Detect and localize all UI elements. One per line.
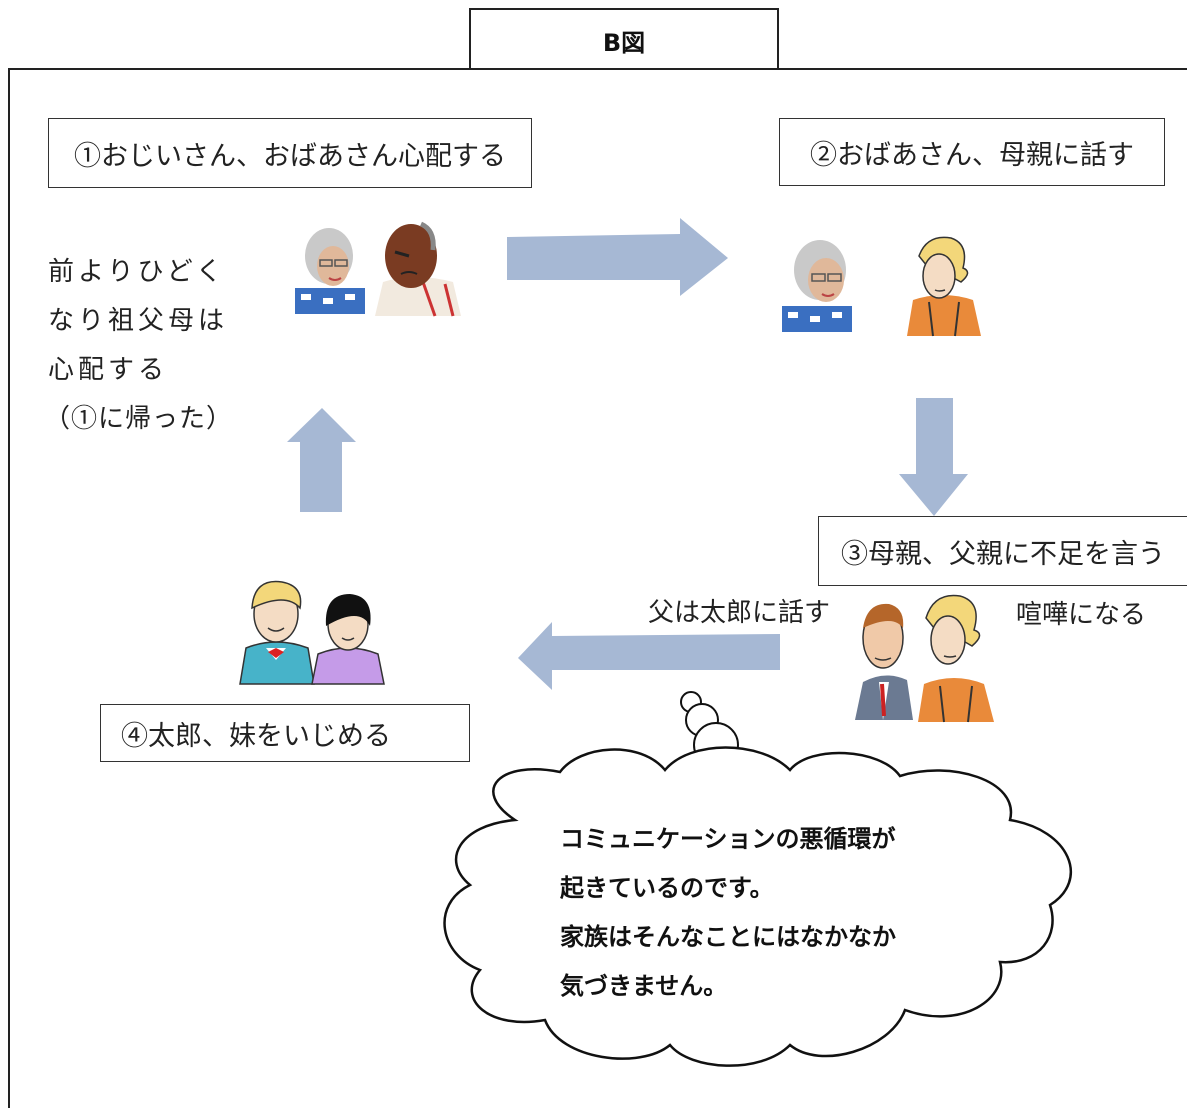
grandmother-icon bbox=[782, 240, 852, 332]
step-4-box: ④太郎、妹をいじめる bbox=[100, 704, 470, 762]
arrow-left-icon bbox=[518, 622, 780, 690]
thought-bubble-text: コミュニケーションの悪循環が 起きているのです。 家族はそんなことにはなかなか … bbox=[560, 815, 896, 1011]
mother-icon bbox=[918, 594, 994, 723]
thought-line: 家族はそんなことにはなかなか bbox=[560, 923, 896, 951]
side-note-line: 心配する bbox=[48, 355, 169, 385]
grandfather-icon bbox=[375, 221, 461, 317]
side-note-line: 前よりひどく bbox=[48, 257, 226, 287]
taro-icon bbox=[239, 580, 315, 685]
step-2-label: ②おばあさん、母親に話す bbox=[810, 139, 1134, 171]
thought-cloud bbox=[443, 746, 1072, 1067]
step-1-label: ①おじいさん、おばあさん心配する bbox=[74, 140, 506, 172]
side-note-line: なり祖父母は bbox=[48, 306, 229, 336]
quarrel-label: 喧嘩になる bbox=[1016, 600, 1147, 630]
step-3-box: ③母親、父親に不足を言う bbox=[818, 516, 1187, 586]
mother-icon bbox=[907, 236, 981, 337]
diagram-frame bbox=[8, 68, 1187, 1108]
grandmother-icon bbox=[295, 228, 365, 314]
thought-line: コミュニケーションの悪循環が bbox=[560, 825, 896, 853]
side-note: 前よりひどく なり祖父母は 心配する （①に帰った） bbox=[44, 248, 233, 444]
arrow-up-icon bbox=[287, 408, 356, 512]
diagram-title: B図 bbox=[602, 28, 646, 57]
arrow-down-icon bbox=[899, 398, 968, 516]
father-talks-label: 父は太郎に話す bbox=[648, 598, 831, 628]
diagram-graphics bbox=[239, 218, 1072, 1067]
step-4-label: ④太郎、妹をいじめる bbox=[121, 720, 391, 752]
arrow-right-icon bbox=[507, 218, 728, 296]
thought-line: 起きているのです。 bbox=[560, 874, 774, 902]
step-2-box: ②おばあさん、母親に話す bbox=[779, 118, 1165, 186]
title-tab: B図 bbox=[469, 8, 779, 70]
sister-icon bbox=[311, 594, 385, 685]
father-icon bbox=[855, 603, 913, 720]
thought-line: 気づきません。 bbox=[560, 972, 728, 1000]
step-1-box: ①おじいさん、おばあさん心配する bbox=[48, 118, 532, 188]
step-3-label: ③母親、父親に不足を言う bbox=[841, 538, 1165, 570]
side-note-line: （①に帰った） bbox=[44, 404, 234, 434]
